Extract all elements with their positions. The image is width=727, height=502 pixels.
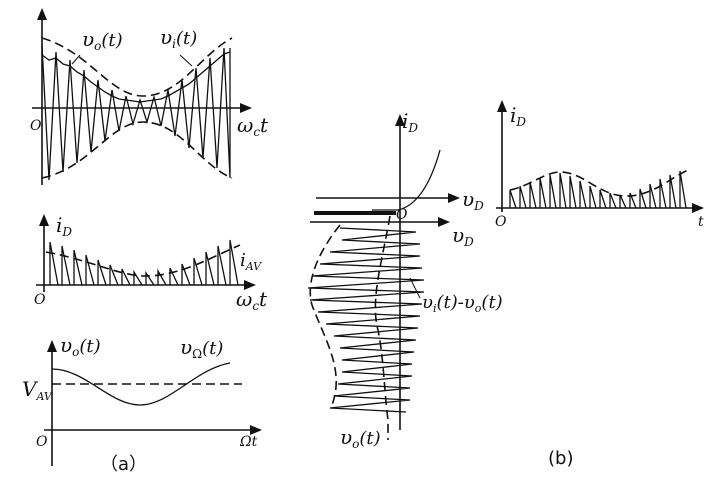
bot-vomega-label: υΩ(t) (180, 335, 223, 361)
bot-vo-label: υo(t) (60, 333, 101, 359)
top-lower-envelope (41, 121, 233, 179)
bot-vav-label: VAV (22, 377, 53, 403)
mid-x-arrow (244, 280, 256, 290)
panel-a-top-plot: O υo(t) υi(t) ωct (30, 8, 269, 185)
mid-iav-label: iAV (240, 250, 262, 273)
b-y-label: iD (402, 109, 418, 135)
b-origin: O (396, 207, 408, 223)
b-vo-curve (374, 215, 391, 440)
bot-vomega-curve (51, 362, 231, 406)
p-x-label: t (698, 214, 704, 230)
b-left-envelope (309, 224, 341, 406)
mid-y-arrow (39, 214, 49, 226)
panel-a-bottom-plot: O υo(t) υΩ(t) VAV Ωt （a） (22, 333, 262, 475)
p-y-arrow (497, 100, 507, 112)
panel-b-pulse-plot: iD O t (495, 100, 704, 230)
b-y-arrow (395, 114, 405, 126)
b-x-label-2: υD (452, 223, 474, 249)
panel-b-curve-plot: iD υD O υD υi(t)-υo(t) υo(t) (b) (307, 109, 573, 469)
top-vo-label: υo(t) (82, 27, 123, 53)
bot-origin: O (36, 434, 48, 450)
top-y-arrow (37, 8, 47, 20)
p-x-arrow (692, 203, 704, 213)
b-upper-x-arrow (448, 193, 460, 203)
b-input-wave (307, 227, 425, 413)
caption-a: （a） (100, 454, 147, 475)
b-x-label: υD (462, 187, 484, 213)
top-origin: O (30, 118, 42, 134)
bot-x-arrow (250, 425, 262, 435)
top-vo-sawtooth (41, 51, 231, 103)
mid-y-label: iD (56, 213, 72, 239)
b-diode-characteristic (372, 149, 441, 211)
b-lower-x-arrow (438, 217, 450, 227)
bot-y-arrow (47, 340, 57, 352)
top-x-label: ωct (237, 113, 269, 139)
top-vo-leader (71, 54, 81, 65)
top-vi-leader (179, 54, 193, 67)
b-diff-leader (409, 277, 421, 299)
b-diff-label: υi(t)-υo(t) (422, 292, 503, 315)
p-y-label: iD (510, 103, 526, 129)
top-vi-label: υi(t) (160, 25, 197, 51)
mid-x-label: ωct (236, 287, 268, 313)
caption-b: (b) (548, 448, 573, 469)
panel-a-middle-plot: O iD iAV ωct (34, 213, 268, 313)
mid-avg-envelope (45, 244, 241, 277)
mid-diode-pulses (49, 239, 239, 286)
p-diode-pulses (509, 170, 687, 209)
b-vo-label: υo(t) (340, 425, 381, 451)
p-origin: O (495, 214, 507, 230)
top-upper-envelope (41, 37, 233, 97)
bot-x-label: Ωt (239, 434, 258, 450)
mid-origin: O (34, 292, 46, 308)
top-x-arrow (240, 103, 252, 113)
top-carrier-wave (41, 44, 231, 181)
